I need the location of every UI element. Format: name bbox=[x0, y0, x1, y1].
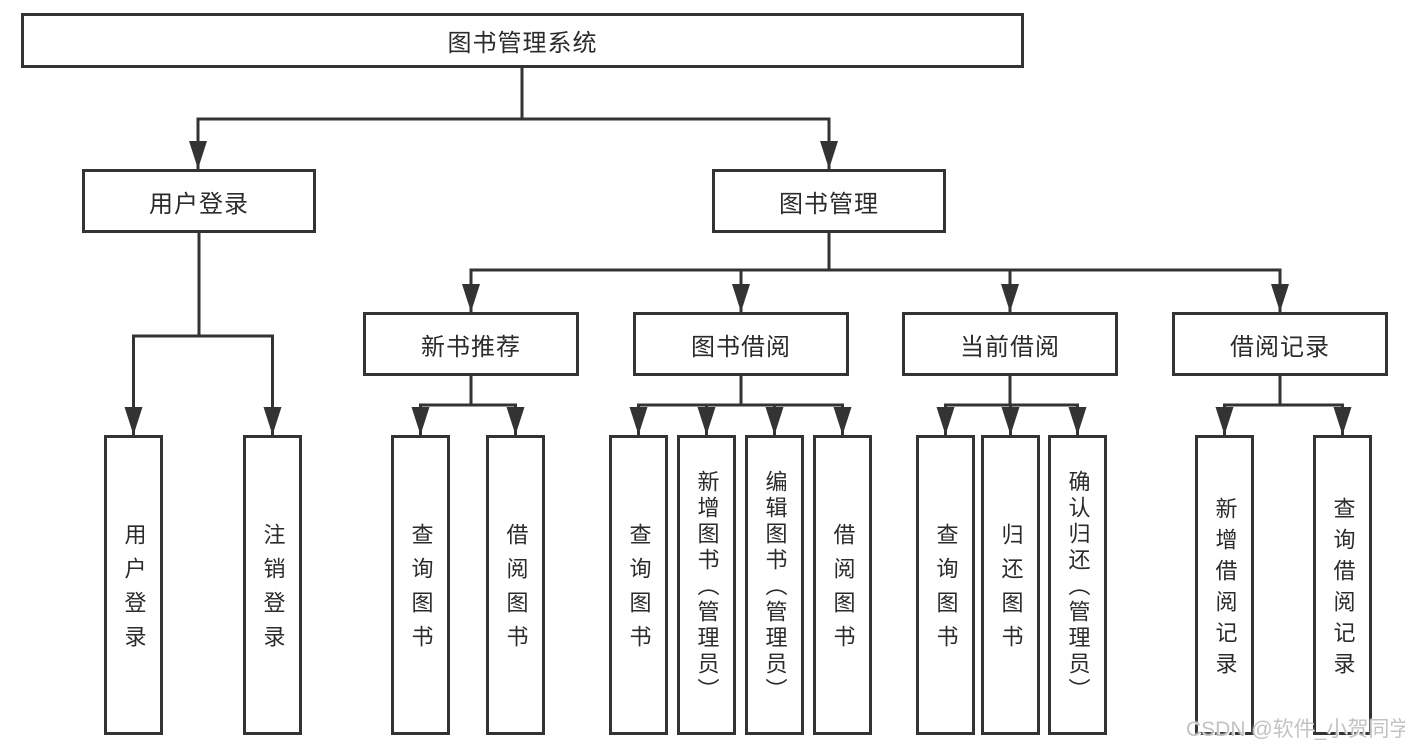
leaf-add-books-admin: 新增图书（管理员） bbox=[677, 435, 736, 735]
leaf-add-books-admin-label: 新增图书（管理员） bbox=[694, 470, 720, 704]
leaf-query-books-1: 查询图书 bbox=[391, 435, 450, 735]
csdn-watermark: CSDN @软件_小贺同学 bbox=[1186, 718, 1405, 741]
leaf-confirm-return-admin-label: 确认归还（管理员） bbox=[1065, 470, 1091, 704]
leaf-confirm-return-admin: 确认归还（管理员） bbox=[1048, 435, 1107, 735]
leaf-query-books-2-label: 查询图书 bbox=[626, 523, 652, 659]
node-borrowing-records: 借阅记录 bbox=[1172, 312, 1388, 376]
node-new-book-recommend-label: 新书推荐 bbox=[421, 333, 521, 361]
node-book-borrowing-label: 图书借阅 bbox=[691, 333, 791, 361]
leaf-query-borrow-record: 查询借阅记录 bbox=[1313, 435, 1372, 735]
leaf-query-borrow-record-label: 查询借阅记录 bbox=[1330, 496, 1356, 683]
leaf-borrow-books-2-label: 借阅图书 bbox=[830, 523, 856, 659]
leaf-query-books-1-label: 查询图书 bbox=[408, 523, 434, 659]
node-current-borrowing: 当前借阅 bbox=[902, 312, 1118, 376]
connector-book-management-to-level3 bbox=[462, 233, 1289, 312]
leaf-borrow-books-2: 借阅图书 bbox=[813, 435, 872, 735]
leaf-borrow-books-1: 借阅图书 bbox=[486, 435, 545, 735]
node-root: 图书管理系统 bbox=[21, 13, 1024, 68]
leaf-add-borrow-record-label: 新增借阅记录 bbox=[1212, 496, 1238, 683]
leaf-logout-label: 注销登录 bbox=[260, 523, 286, 659]
leaf-query-books-2: 查询图书 bbox=[609, 435, 668, 735]
node-user-login-label: 用户登录 bbox=[149, 190, 249, 218]
leaf-edit-books-admin-label: 编辑图书（管理员） bbox=[762, 470, 788, 704]
leaf-user-login: 用户登录 bbox=[104, 435, 163, 735]
node-book-management-label: 图书管理 bbox=[779, 190, 879, 218]
node-borrowing-records-label: 借阅记录 bbox=[1230, 333, 1330, 361]
leaf-add-borrow-record: 新增借阅记录 bbox=[1195, 435, 1254, 735]
node-current-borrowing-label: 当前借阅 bbox=[960, 333, 1060, 361]
node-new-book-recommend: 新书推荐 bbox=[363, 312, 579, 376]
connector-new-book-recommend-to-leaves bbox=[411, 376, 525, 435]
leaf-logout: 注销登录 bbox=[243, 435, 302, 735]
node-book-borrowing: 图书借阅 bbox=[633, 312, 849, 376]
leaf-user-login-label: 用户登录 bbox=[121, 523, 147, 659]
leaf-query-books-3: 查询图书 bbox=[916, 435, 975, 735]
connector-user-login-to-leaves bbox=[124, 233, 282, 435]
connector-root-to-level2 bbox=[189, 68, 838, 169]
leaf-borrow-books-1-label: 借阅图书 bbox=[503, 523, 529, 659]
leaf-return-books: 归还图书 bbox=[981, 435, 1040, 735]
leaf-query-books-3-label: 查询图书 bbox=[933, 523, 959, 659]
node-user-login: 用户登录 bbox=[82, 169, 316, 233]
node-root-label: 图书管理系统 bbox=[447, 30, 598, 57]
connector-current-borrowing-to-leaves bbox=[936, 376, 1087, 435]
connector-borrowing-records-to-leaves bbox=[1215, 376, 1352, 435]
connector-book-borrowing-to-leaves bbox=[629, 376, 852, 435]
node-book-management: 图书管理 bbox=[712, 169, 946, 233]
leaf-return-books-label: 归还图书 bbox=[998, 523, 1024, 659]
leaf-edit-books-admin: 编辑图书（管理员） bbox=[745, 435, 804, 735]
